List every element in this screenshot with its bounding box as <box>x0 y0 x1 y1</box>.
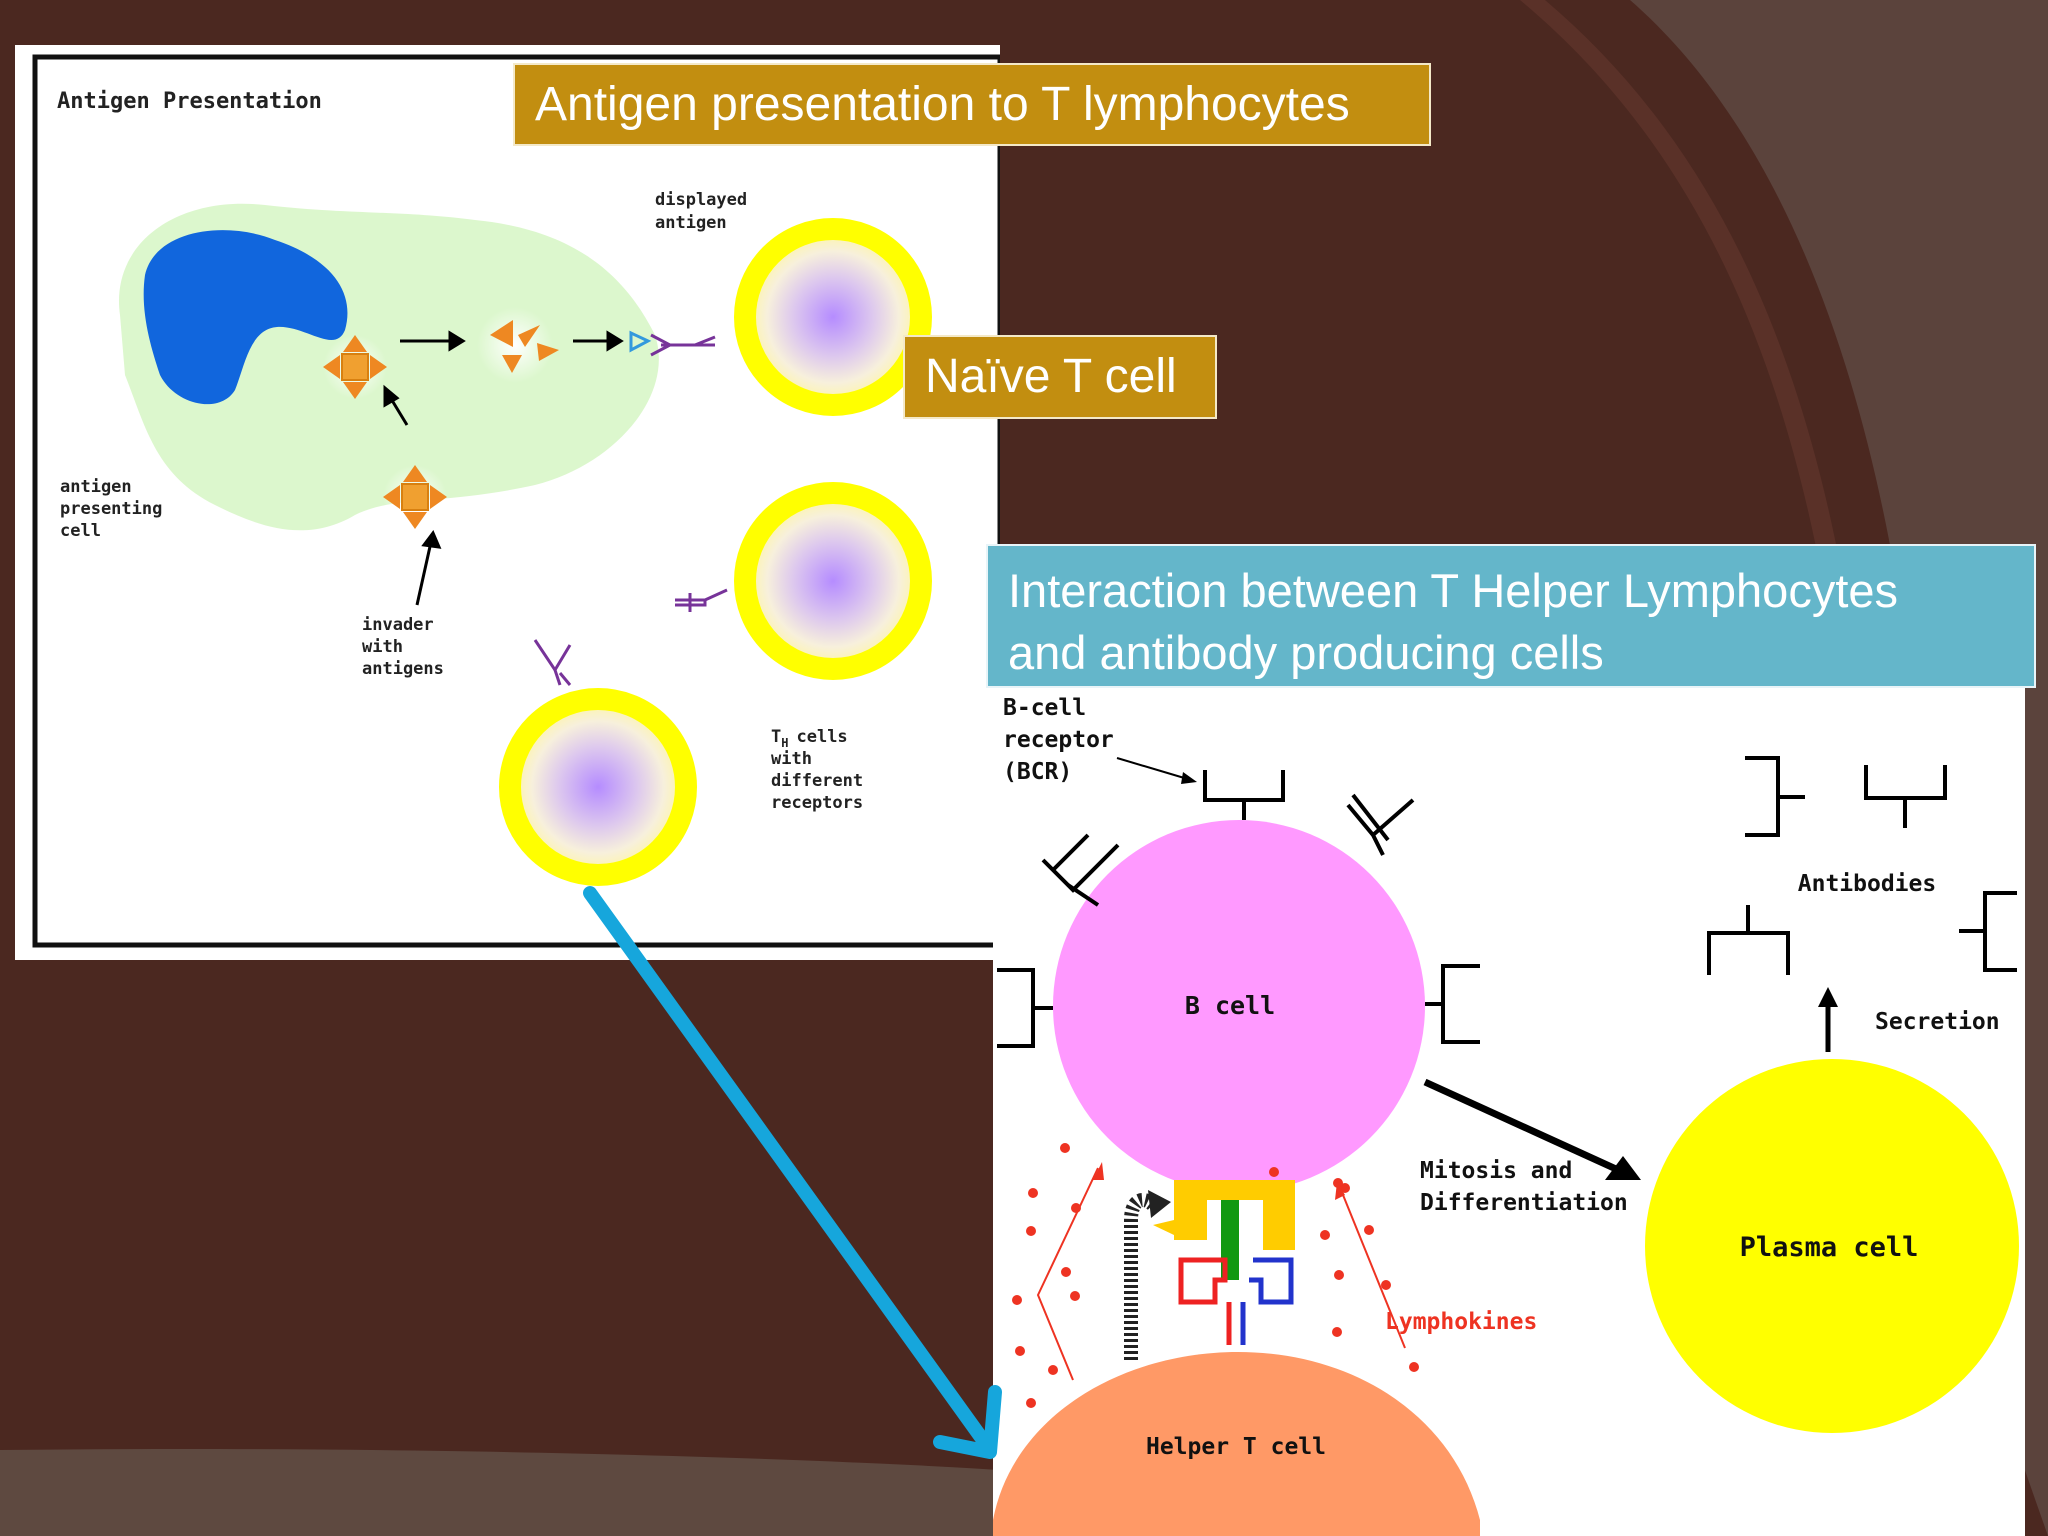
invader-label: invader with antigens <box>362 615 444 679</box>
displayed-antigen-receptor <box>629 330 716 357</box>
right-arc-highlight <box>1520 0 1884 1536</box>
secreted-antibodies <box>1707 756 2017 975</box>
invader-with-antigens <box>383 465 447 529</box>
svg-text:invader: invader <box>362 615 434 635</box>
lymphokines-label: Lymphokines <box>1385 1309 1537 1335</box>
displayed-antigen-label: displayed antigen <box>655 190 747 233</box>
th-cell-3 <box>499 688 697 886</box>
svg-text:antigen: antigen <box>60 477 132 497</box>
plasma-cell <box>1645 1059 2019 1433</box>
svg-text:Differentiation: Differentiation <box>1420 1190 1628 1216</box>
mitosis-arrow <box>1423 1078 1629 1178</box>
svg-text:presenting: presenting <box>60 499 162 519</box>
fragmented-antigen <box>490 320 559 373</box>
svg-text:with: with <box>771 749 812 769</box>
svg-text:Mitosis and: Mitosis and <box>1420 1158 1572 1184</box>
th-receptor-3 <box>533 639 572 686</box>
interaction-title-line2: and antibody producing cells <box>1008 626 1604 679</box>
apc-nucleus <box>143 230 348 405</box>
lymphokine-arrows <box>1036 1167 1406 1381</box>
svg-text:antigens: antigens <box>362 659 444 679</box>
processing-arrows <box>383 330 624 606</box>
th-cell-2 <box>734 482 932 680</box>
antigen-presentation-panel: Antigen Presentation displayed antigen a… <box>15 45 1000 960</box>
naive-t-cell <box>734 218 932 416</box>
interaction-title-line1: Interaction between T Helper Lymphocytes <box>1008 564 1899 617</box>
naive-t-cell-banner: Naïve T cell <box>903 335 1217 419</box>
naive-t-cell-title: Naïve T cell <box>925 350 1177 403</box>
b-cell-label: B cell <box>1185 991 1275 1020</box>
svg-text:receptor: receptor <box>1003 727 1114 753</box>
lymphokine-dots <box>1012 1143 1419 1408</box>
antigen-presentation-heading: Antigen Presentation <box>57 89 322 114</box>
b-cell-interaction-panel: B cell B-cell receptor (BCR) Antibodies … <box>993 680 2025 1536</box>
processed-antigen-1 <box>323 335 387 399</box>
bottom-arc-decoration <box>0 1449 1000 1536</box>
mitosis-label: Mitosis and Differentiation <box>1420 1158 1628 1216</box>
svg-text:with: with <box>362 637 403 657</box>
bcr-pointer <box>1116 757 1192 781</box>
svg-text:different: different <box>771 771 863 791</box>
secretion-label: Secretion <box>1875 1009 2000 1035</box>
antigen-presentation-banner: Antigen presentation to T lymphocytes <box>513 63 1431 146</box>
interaction-banner: Interaction between T Helper Lymphocytes… <box>986 544 2036 688</box>
antibodies-label: Antibodies <box>1798 871 1936 897</box>
antigen-presentation-diagram: Antigen Presentation displayed antigen a… <box>32 54 1000 948</box>
diagram-frame <box>32 54 1000 948</box>
b-cell <box>1053 820 1425 1192</box>
svg-text:displayed: displayed <box>655 190 747 210</box>
helper-t-cell-label: Helper T cell <box>1146 1434 1326 1460</box>
mhc-tcr-complex <box>1124 1180 1295 1360</box>
svg-text:cell: cell <box>60 521 101 541</box>
b-cell-interaction-diagram: B cell B-cell receptor (BCR) Antibodies … <box>993 695 2019 1536</box>
svg-text:(BCR): (BCR) <box>1003 759 1072 785</box>
svg-text:antigen: antigen <box>655 213 727 233</box>
bcr-label: B-cell receptor (BCR) <box>1003 695 1114 785</box>
svg-text:B-cell: B-cell <box>1003 695 1086 721</box>
apc-label: antigen presenting cell <box>60 477 162 541</box>
helper-t-cell <box>993 1352 1480 1536</box>
antigen-presentation-title: Antigen presentation to T lymphocytes <box>535 78 1350 131</box>
svg-text:receptors: receptors <box>771 793 863 813</box>
plasma-cell-label: Plasma cell <box>1740 1232 1919 1263</box>
b-cell-receptors <box>997 770 1480 1048</box>
th-receptor-2 <box>675 588 728 612</box>
